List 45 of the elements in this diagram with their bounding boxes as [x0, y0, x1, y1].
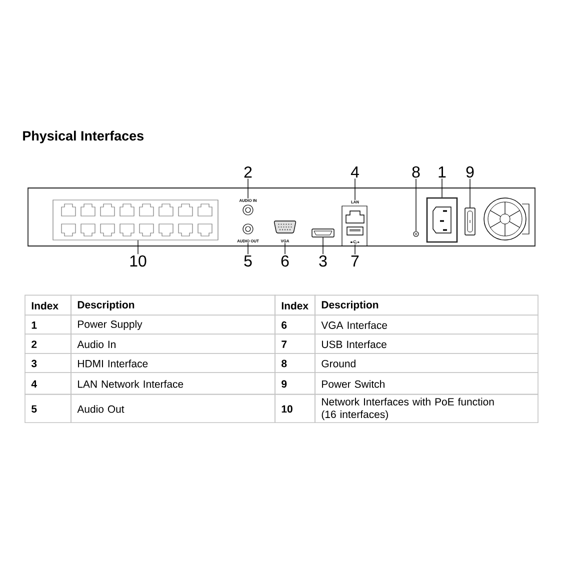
table-cell: 9: [274, 372, 316, 395]
power-switch: [464, 208, 476, 236]
table-cell: 8: [274, 353, 316, 373]
callout-number: 7: [351, 256, 359, 266]
ground-terminal: [413, 231, 419, 237]
table-cell: VGA Interface: [314, 314, 538, 334]
leader-line: [284, 242, 286, 254]
callout-number: 2: [244, 166, 252, 178]
table-cell: 2: [24, 334, 72, 354]
leader-line: [354, 178, 356, 200]
table-cell: HDMI Interface: [70, 353, 276, 373]
table-cell: 7: [274, 334, 316, 354]
table-cell: Ground: [314, 353, 538, 373]
callout-number: 3: [319, 255, 327, 267]
leader-line: [354, 244, 356, 255]
table-cell: Power Switch: [314, 372, 538, 395]
table-header-cell: Description: [314, 294, 538, 316]
table-cell: 6: [274, 314, 316, 334]
ethernet-ports: [52, 200, 218, 240]
callout-number: 4: [350, 166, 359, 178]
table-cell: 4: [24, 372, 72, 395]
usb-icon: [350, 240, 360, 244]
table-cell: USB Interface: [314, 334, 538, 354]
table-cell: LAN Network Interface: [70, 372, 276, 395]
callout-number: 5: [244, 255, 252, 267]
table-header-cell: Index: [274, 294, 316, 316]
table-cell: Network Interfaces with PoE function (16 interfaces): [314, 394, 538, 423]
callout-number: 8: [412, 166, 420, 178]
table-cell: 5: [24, 394, 72, 423]
callout-number: 1: [438, 166, 446, 178]
table-cell: Power Supply: [70, 314, 276, 334]
callout-number: 9: [466, 166, 474, 178]
table-cell: 1: [24, 314, 72, 334]
table-cell: Audio Out: [70, 394, 276, 423]
table-cell: Audio In: [70, 334, 276, 354]
table-cell: 3: [24, 353, 72, 373]
leader-line: [322, 237, 324, 254]
table-header-cell: Description: [70, 294, 276, 316]
hdmi-port: [312, 228, 334, 238]
power-socket: [426, 197, 458, 243]
table-header-cell: Index: [24, 294, 72, 316]
table-cell: 10: [274, 394, 316, 423]
callout-number: 6: [281, 255, 289, 267]
callout-number: 10: [130, 255, 146, 267]
title: Physical Interfaces: [23, 130, 144, 144]
